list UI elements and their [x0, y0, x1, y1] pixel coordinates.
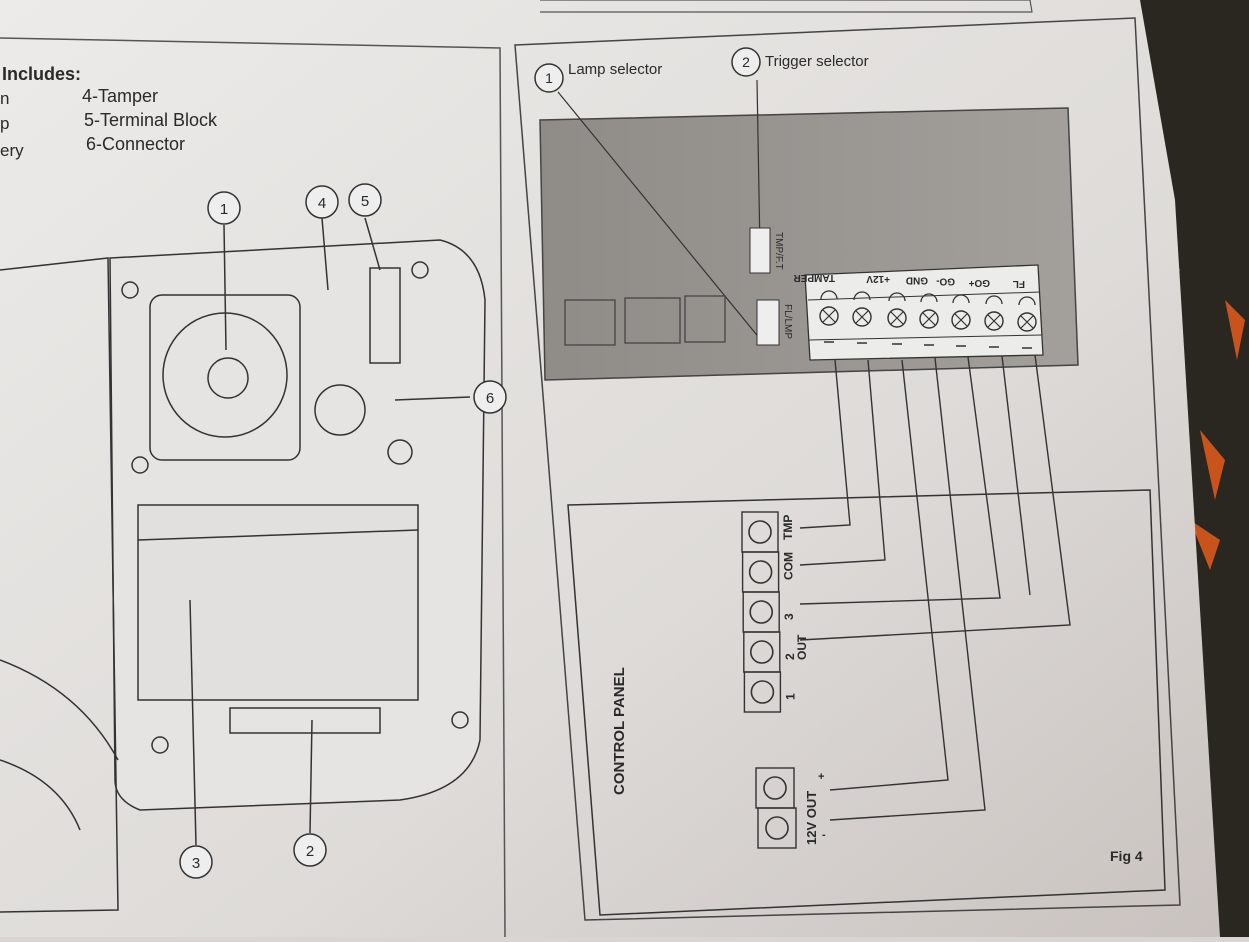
callout-trigger-number: 2 [742, 54, 750, 70]
right-panel-border [514, 17, 1181, 921]
control-panel-terminal-label: TMP [781, 515, 795, 540]
siren-screw-terminal [887, 308, 907, 328]
callout-lamp-selector: Lamp selector [568, 61, 662, 78]
callout-6: 6 [486, 390, 494, 407]
callout-4: 4 [318, 195, 326, 212]
siren-screw-terminal [919, 309, 939, 329]
siren-screw-terminal [951, 310, 971, 330]
jumper-label-tmp: TMP/F.T [773, 232, 784, 270]
figure-label: Fig 4 [1110, 848, 1143, 864]
siren-terminal-label: GND [906, 274, 928, 285]
siren-terminal-label: GO- [936, 276, 955, 287]
trigger-jumper [749, 227, 771, 274]
callout-1: 1 [220, 201, 228, 218]
includes-heading: Includes: [2, 64, 81, 84]
siren-terminal-block [804, 264, 1044, 361]
minus-sign: - [822, 829, 826, 841]
jumper-label-fl: FL/LMP [782, 304, 793, 339]
callout-5: 5 [361, 193, 369, 210]
siren-screw-terminal [819, 306, 839, 326]
siren-screw-terminal [984, 311, 1004, 331]
control-panel-terminal-label: OUT [795, 634, 809, 660]
control-panel-title: CONTROL PANEL [611, 667, 628, 795]
callout-lamp-number: 1 [545, 70, 553, 86]
control-panel-box [567, 489, 1166, 916]
siren-screw-terminal [852, 307, 872, 327]
power-terminal-label: 12V OUT [804, 791, 819, 845]
callout-trigger-selector: Trigger selector [765, 53, 869, 70]
control-panel-terminal-label: 2 [783, 653, 797, 660]
siren-terminal-label: TAMPER [793, 272, 835, 283]
siren-terminal-label: +12V [866, 273, 890, 284]
siren-terminal-label: GO+ [968, 277, 990, 288]
control-panel-terminal-label: 1 [783, 693, 797, 700]
callout-2: 2 [306, 843, 314, 860]
include-item-connector: 6-Connector [86, 134, 185, 154]
siren-housing-drawing [0, 217, 486, 913]
power-terminal: 12V OUT + - [755, 767, 826, 849]
callout-3: 3 [192, 855, 200, 872]
left-panel-border [0, 37, 506, 938]
control-panel-terminal-label: 3 [782, 613, 796, 620]
include-item-terminal-block: 5-Terminal Block [84, 110, 218, 130]
partial-item: n [0, 89, 9, 108]
siren-screw-terminal [1017, 312, 1037, 332]
partial-item: p [0, 114, 9, 133]
partial-item: ery [0, 141, 24, 160]
plus-sign: + [818, 771, 824, 783]
wires [799, 354, 1071, 821]
lamp-jumper [756, 299, 780, 346]
include-item-tamper: 4-Tamper [82, 86, 158, 106]
control-panel-terminal-label: COM [782, 552, 796, 580]
control-panel-terminal: 1 [743, 671, 797, 713]
siren-terminal-label: FL [1013, 278, 1025, 289]
left-callouts: 1 2 3 4 5 6 [179, 183, 507, 879]
